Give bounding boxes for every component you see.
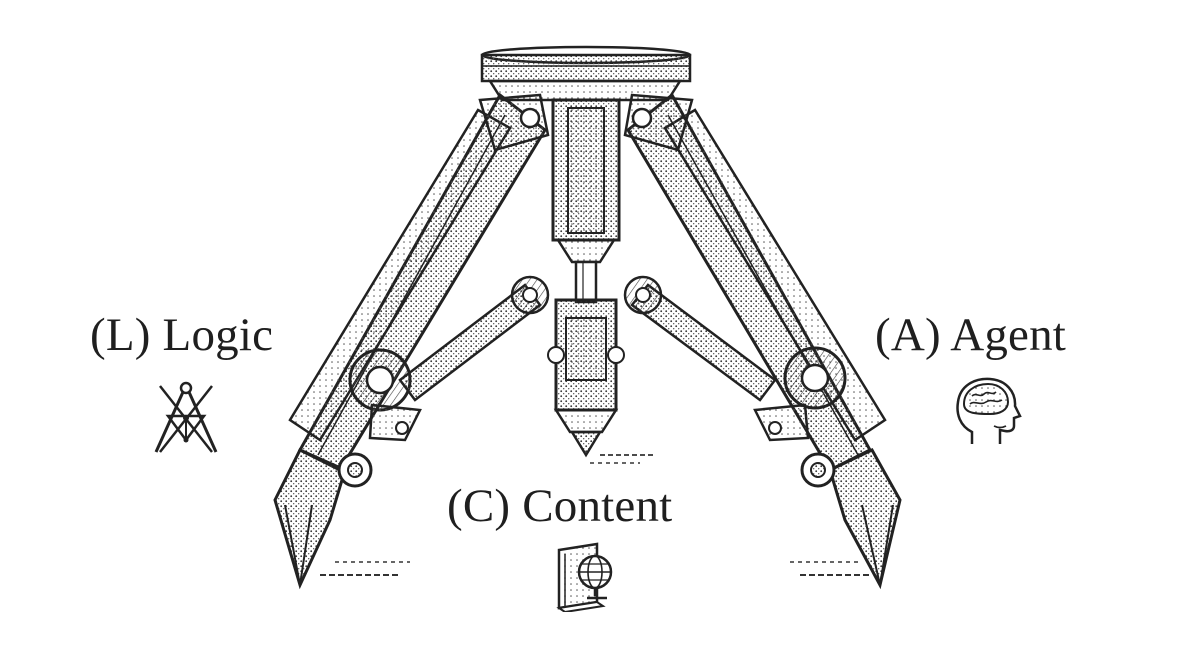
tripod-cross-braces — [398, 275, 777, 402]
tripod-center-column — [547, 98, 655, 464]
compass-icon — [154, 381, 218, 453]
tripod-top-plate — [480, 45, 692, 102]
logic-label: (L) Logic — [90, 309, 274, 361]
tripod-leg-left — [273, 92, 550, 590]
agent-label: (A) Agent — [875, 309, 1067, 361]
human-head-brain-icon — [956, 377, 1022, 444]
content-label: (C) Content — [447, 480, 673, 532]
book-globe-icon — [556, 542, 613, 612]
tripod-leg-right — [623, 92, 902, 590]
